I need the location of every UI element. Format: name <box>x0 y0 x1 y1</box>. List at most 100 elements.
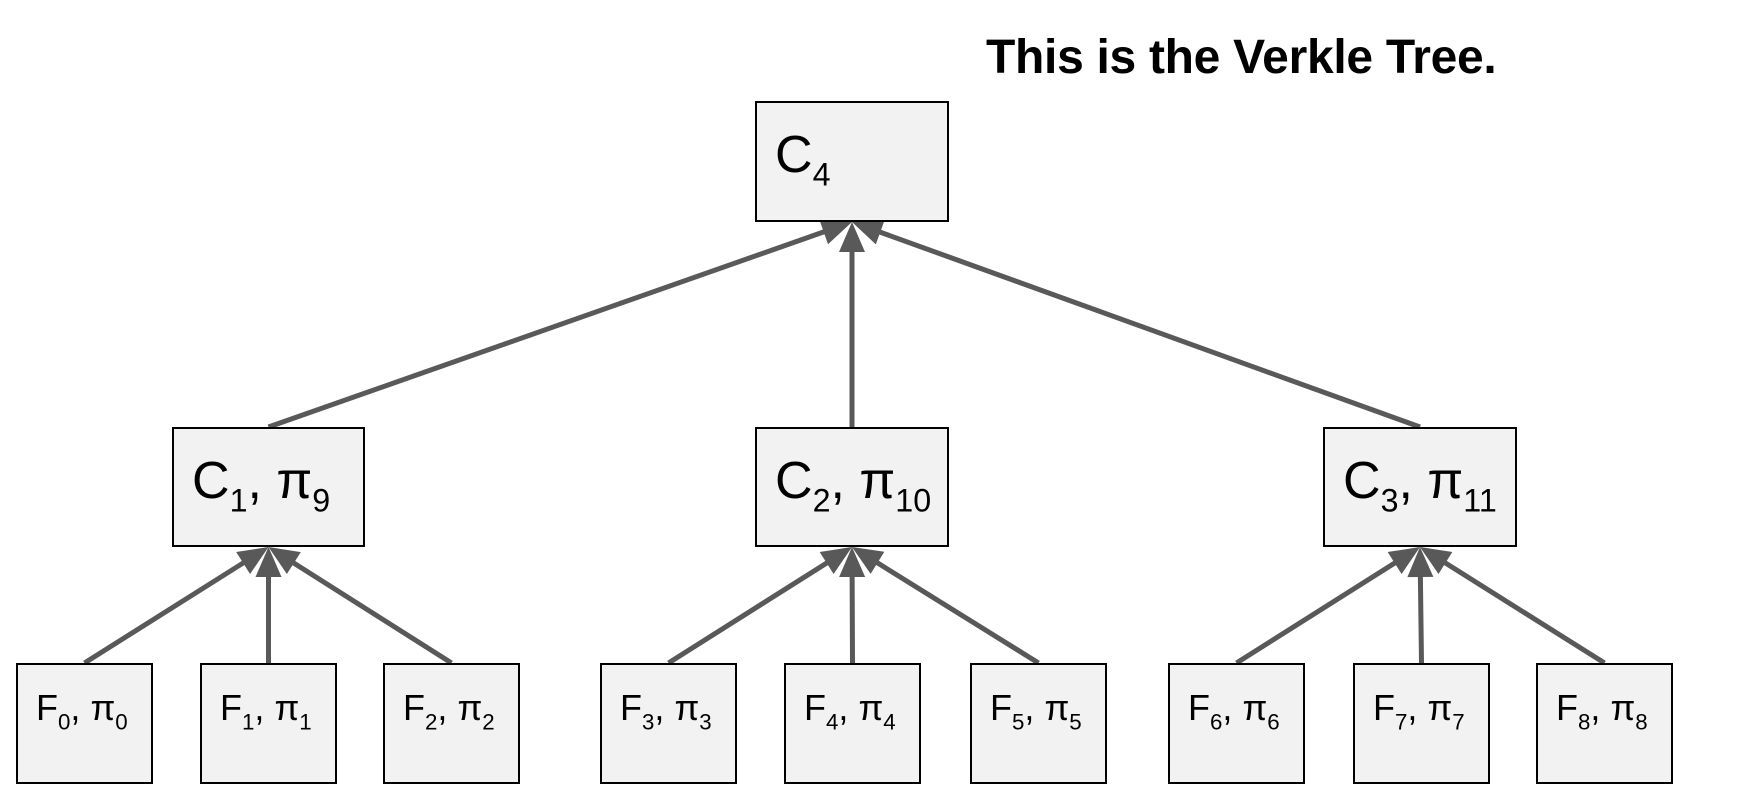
commitment-symbol: C <box>775 452 813 510</box>
proof-symbol: π <box>1044 687 1070 728</box>
label-separator: , <box>1407 687 1428 728</box>
commitment-index: 7 <box>1395 709 1408 735</box>
node-c2: C2, π10 <box>755 427 949 547</box>
commitment-index: 2 <box>812 482 831 519</box>
node-label: F4, π4 <box>804 687 896 733</box>
node-label: F1, π1 <box>220 687 312 733</box>
node-label: F2, π2 <box>403 687 495 733</box>
proof-index: 2 <box>482 709 495 735</box>
arrowhead-icon <box>852 547 885 574</box>
proof-index: 10 <box>895 482 932 519</box>
commitment-index: 2 <box>425 709 438 735</box>
node-c4: C4 <box>755 101 949 222</box>
arrowhead-icon <box>1407 547 1434 578</box>
proof-symbol: π <box>1610 687 1636 728</box>
proof-index: 1 <box>299 709 312 735</box>
arrowhead-icon <box>839 222 865 252</box>
commitment-symbol: F <box>804 687 826 728</box>
proof-index: 3 <box>699 709 712 735</box>
node-c3: C3, π11 <box>1323 427 1517 547</box>
proof-symbol: π <box>859 452 896 510</box>
node-f3: F3, π3 <box>600 663 737 784</box>
edge-c1-to-c4 <box>267 228 827 430</box>
commitment-symbol: F <box>220 687 242 728</box>
commitment-symbol: C <box>775 126 813 184</box>
commitment-symbol: F <box>1373 687 1395 728</box>
edge-f7-to-c3 <box>1417 574 1424 664</box>
node-f7: F7, π7 <box>1353 663 1490 784</box>
proof-index: 11 <box>1463 482 1497 519</box>
label-separator: , <box>1222 687 1243 728</box>
proof-symbol: π <box>1242 687 1268 728</box>
edge-f6-to-c3 <box>1235 559 1398 666</box>
diagram-title: This is the Verkle Tree. <box>986 31 1497 84</box>
label-separator: , <box>1590 687 1611 728</box>
arrowhead-icon <box>819 547 852 575</box>
commitment-symbol: F <box>1556 687 1578 728</box>
commitment-index: 3 <box>642 709 655 735</box>
node-f5: F5, π5 <box>970 663 1107 784</box>
node-label: F6, π6 <box>1188 687 1280 733</box>
node-label: F7, π7 <box>1373 687 1465 733</box>
commitment-symbol: F <box>36 687 58 728</box>
edge-f0-to-c1 <box>83 559 247 666</box>
commitment-symbol: F <box>1188 687 1210 728</box>
proof-index: 0 <box>115 709 128 735</box>
node-label: F8, π8 <box>1556 687 1648 733</box>
node-label: C2, π10 <box>775 451 931 517</box>
node-label: F5, π5 <box>990 687 1082 733</box>
commitment-index: 1 <box>229 482 248 519</box>
arrowhead-icon <box>255 547 282 577</box>
label-separator: , <box>838 687 859 728</box>
proof-index: 7 <box>1452 709 1465 735</box>
proof-symbol: π <box>274 687 300 728</box>
node-f6: F6, π6 <box>1168 663 1305 784</box>
proof-symbol: π <box>858 687 884 728</box>
node-c1: C1, π9 <box>172 427 365 547</box>
edge-f5-to-c2 <box>874 559 1040 666</box>
arrowhead-icon <box>852 219 885 245</box>
node-f4: F4, π4 <box>784 663 921 784</box>
commitment-symbol: C <box>192 452 230 510</box>
proof-symbol: π <box>276 452 313 510</box>
proof-symbol: π <box>457 687 483 728</box>
commitment-symbol: F <box>620 687 642 728</box>
proof-symbol: π <box>1427 687 1453 728</box>
arrowhead-icon <box>236 547 269 574</box>
proof-index: 6 <box>1267 709 1280 735</box>
edge-f3-to-c2 <box>667 559 830 666</box>
proof-index: 5 <box>1069 709 1082 735</box>
commitment-symbol: F <box>990 687 1012 728</box>
node-label: C3, π11 <box>1343 451 1497 517</box>
arrowhead-icon <box>819 219 852 245</box>
label-separator: , <box>247 452 277 510</box>
node-f8: F8, π8 <box>1536 663 1673 784</box>
commitment-index: 1 <box>242 709 255 735</box>
node-label: C1, π9 <box>192 451 330 517</box>
proof-index: 9 <box>312 482 331 519</box>
edge-c3-to-c4 <box>877 229 1421 430</box>
label-separator: , <box>654 687 675 728</box>
proof-index: 8 <box>1635 709 1648 735</box>
commitment-index: 5 <box>1012 709 1025 735</box>
node-label: F3, π3 <box>620 687 712 733</box>
proof-symbol: π <box>90 687 116 728</box>
label-separator: , <box>1398 452 1428 510</box>
label-separator: , <box>70 687 91 728</box>
edge-f8-to-c3 <box>1442 559 1606 666</box>
commitment-symbol: C <box>1343 452 1381 510</box>
node-f2: F2, π2 <box>383 663 520 784</box>
label-separator: , <box>1024 687 1045 728</box>
label-separator: , <box>437 687 458 728</box>
node-label: F0, π0 <box>36 687 128 733</box>
node-f1: F1, π1 <box>200 663 337 784</box>
proof-symbol: π <box>1427 452 1464 510</box>
commitment-index: 8 <box>1578 709 1591 735</box>
label-separator: , <box>830 452 860 510</box>
commitment-index: 4 <box>826 709 839 735</box>
edge-f2-to-c1 <box>290 559 453 666</box>
label-separator: , <box>254 687 275 728</box>
arrowhead-icon <box>268 547 301 575</box>
node-label: C4 <box>775 125 831 191</box>
